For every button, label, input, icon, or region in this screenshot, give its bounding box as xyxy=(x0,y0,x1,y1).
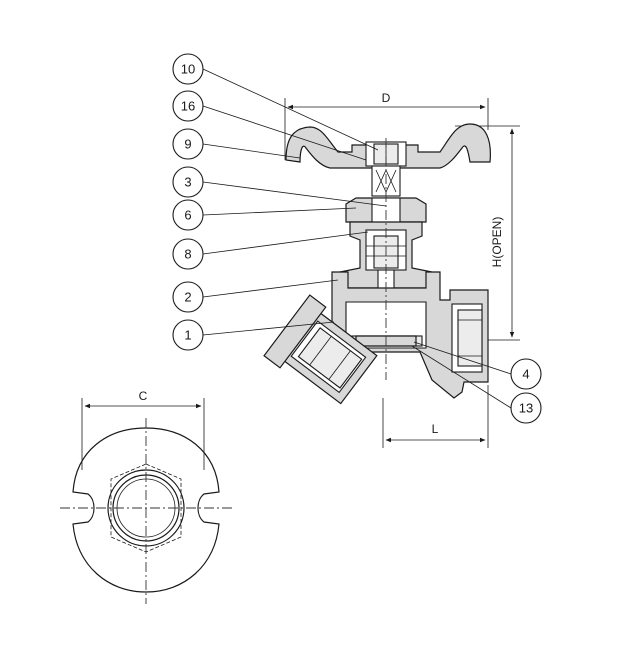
callout-2: 2 xyxy=(172,281,204,313)
callout-10: 10 xyxy=(172,53,204,85)
callout-13: 13 xyxy=(510,392,542,424)
dimension-l-label: L xyxy=(432,422,439,436)
svg-text:13: 13 xyxy=(519,401,533,416)
callout-9: 9 xyxy=(172,128,204,160)
callout-8: 8 xyxy=(172,238,204,270)
dimension-h-open-label: H(OPEN) xyxy=(490,217,504,268)
callout-leaders xyxy=(202,68,512,409)
dimension-l: L xyxy=(382,385,489,448)
dimension-d: D xyxy=(284,91,489,160)
svg-text:6: 6 xyxy=(184,208,191,223)
callout-16: 16 xyxy=(172,90,204,122)
inlet-port xyxy=(263,294,378,405)
callout-4: 4 xyxy=(510,358,542,390)
svg-text:16: 16 xyxy=(181,99,195,114)
svg-text:2: 2 xyxy=(184,290,191,305)
svg-text:3: 3 xyxy=(184,175,191,190)
svg-text:4: 4 xyxy=(522,367,529,382)
dimension-c-label: C xyxy=(139,389,148,403)
callout-1: 1 xyxy=(172,319,204,351)
end-view: C xyxy=(60,389,232,604)
svg-text:10: 10 xyxy=(181,62,195,77)
handwheel xyxy=(285,123,491,169)
callout-6: 6 xyxy=(172,199,204,231)
svg-text:9: 9 xyxy=(184,137,191,152)
dimension-d-label: D xyxy=(382,91,391,105)
dimension-h-open: H(OPEN) xyxy=(455,125,520,341)
svg-text:1: 1 xyxy=(184,328,191,343)
svg-text:8: 8 xyxy=(184,247,191,262)
callout-3: 3 xyxy=(172,166,204,198)
